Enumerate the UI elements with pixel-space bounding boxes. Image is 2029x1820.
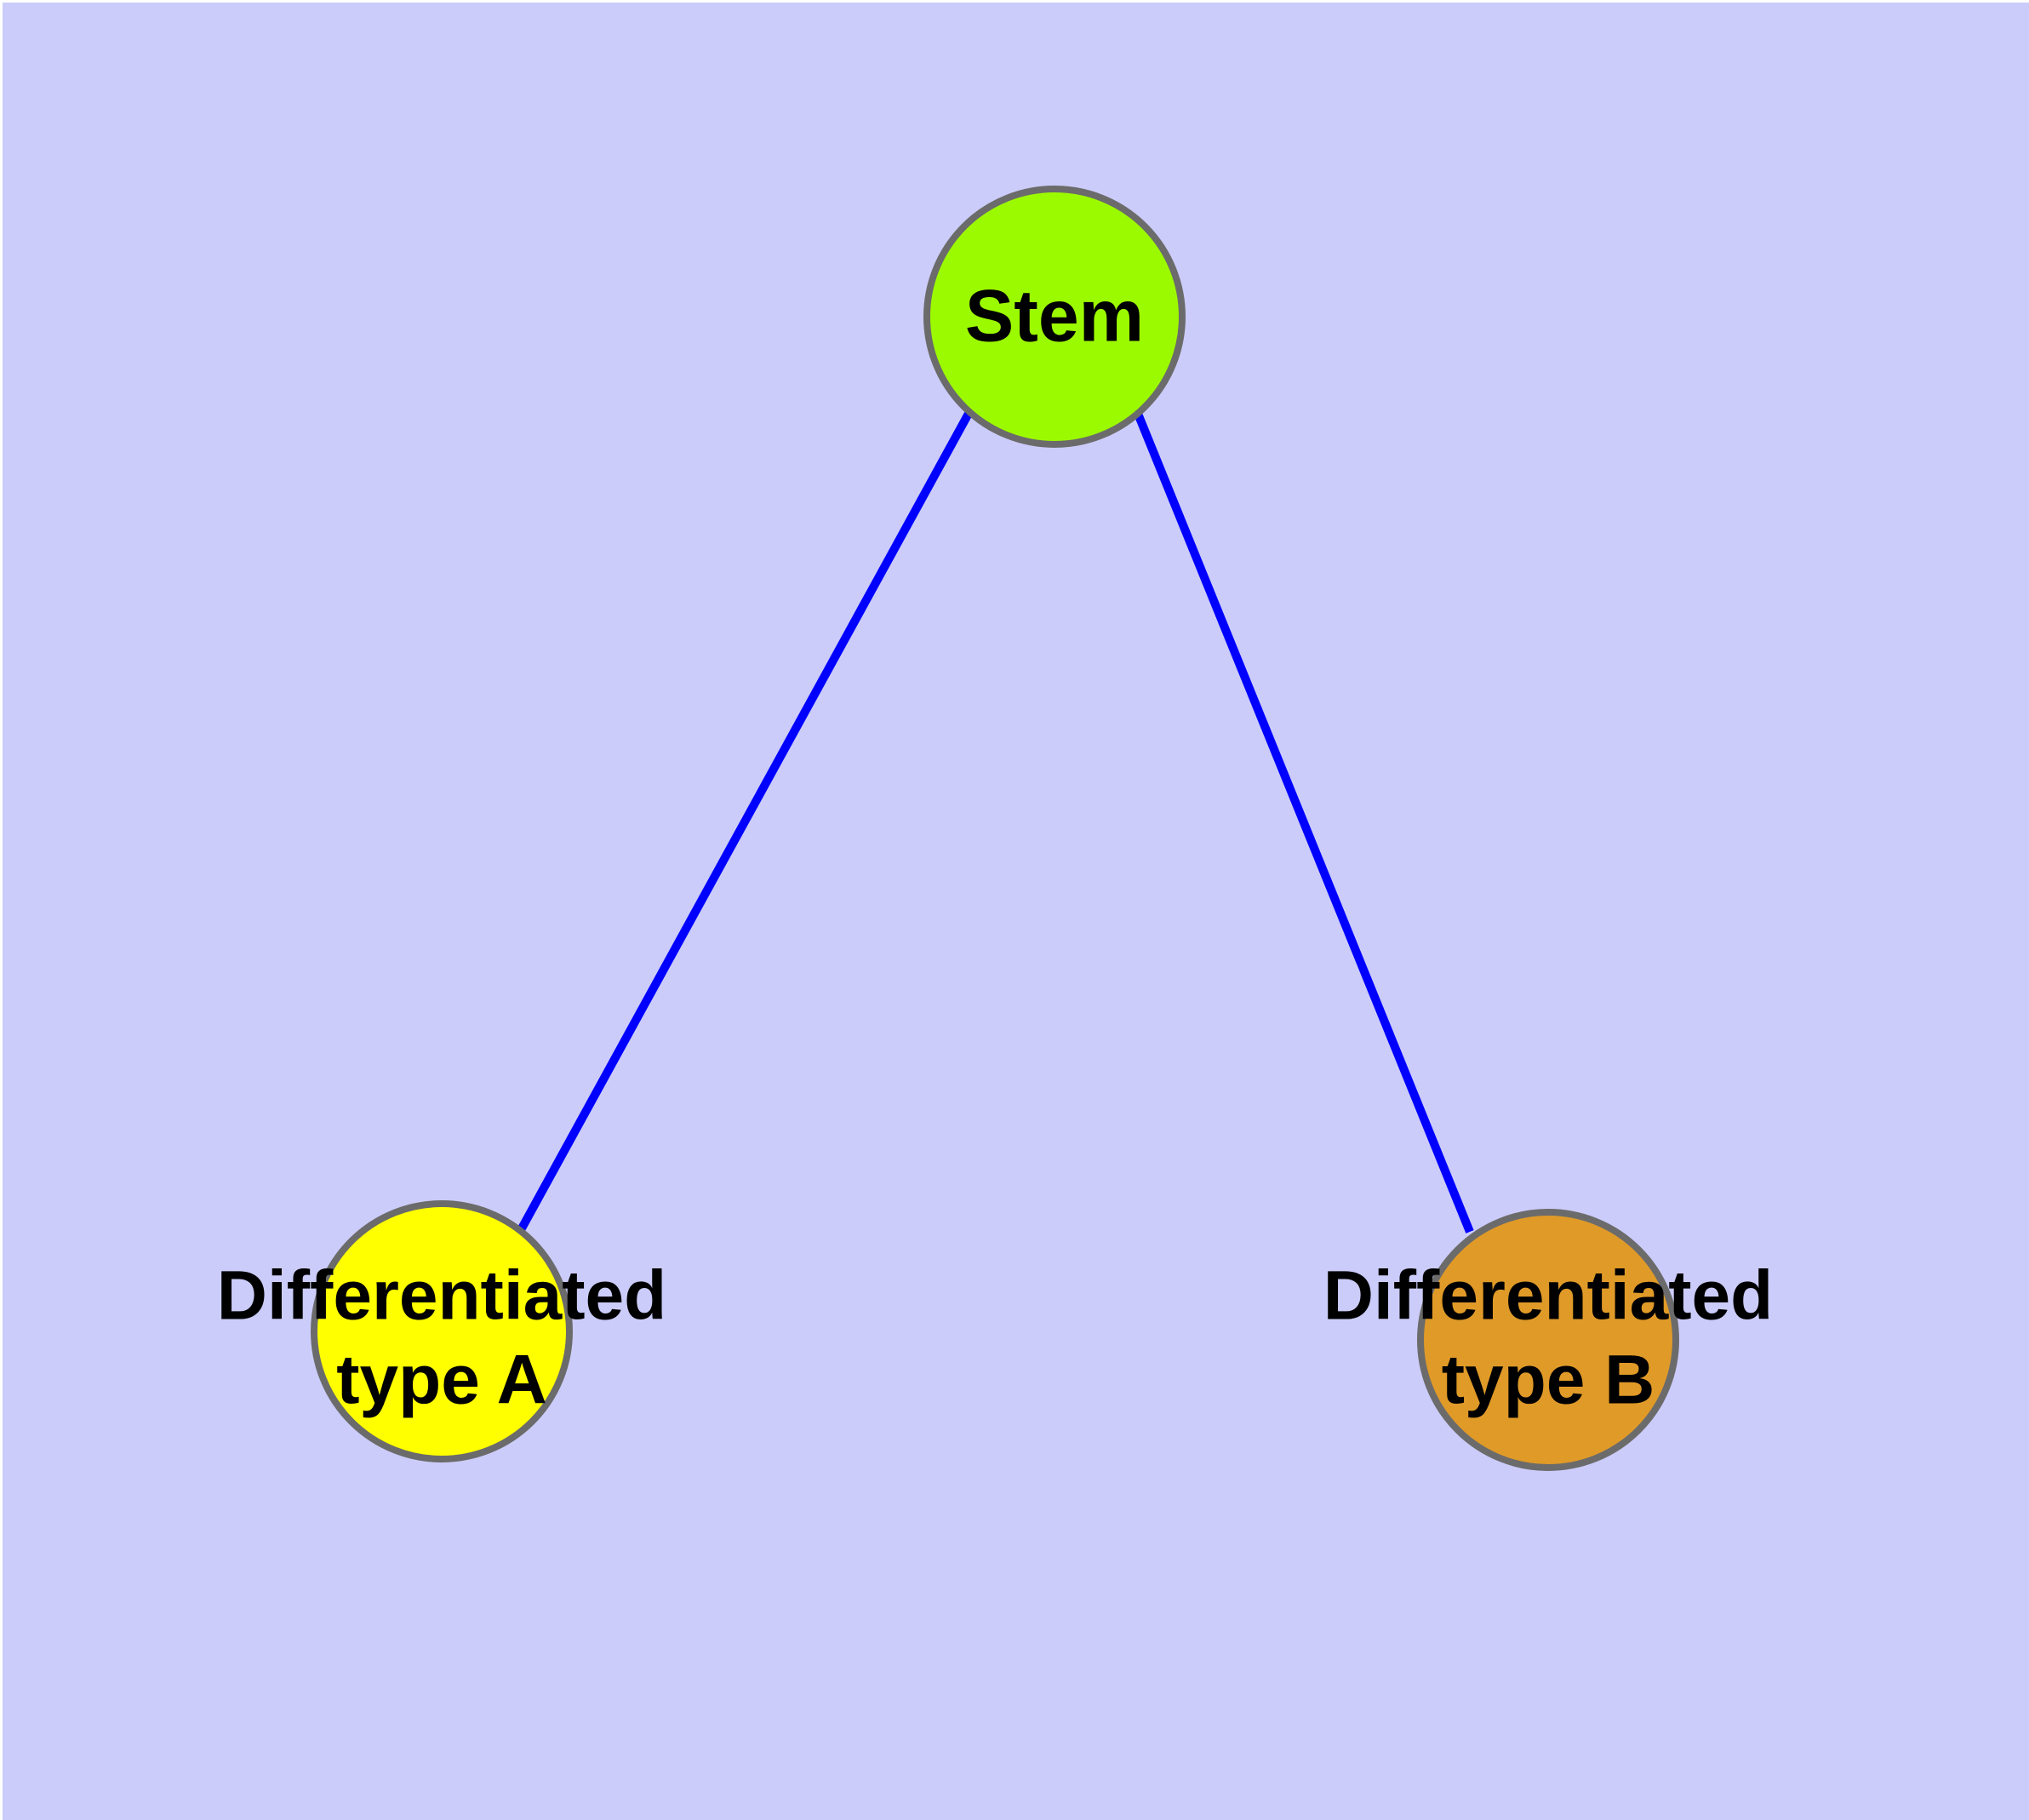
node-stem[interactable]: Stem bbox=[923, 186, 1186, 448]
edge-stem-to-differentiated-type-a[interactable] bbox=[517, 409, 974, 1231]
edge-group bbox=[517, 409, 1474, 1233]
node-differentiated-type-b[interactable]: Differentiated type B bbox=[1323, 1209, 1774, 1471]
differentiated-type-b-node-circle[interactable] bbox=[1417, 1209, 1679, 1471]
node-group: Stem Differentiated type A Differentiate… bbox=[217, 186, 1774, 1471]
stem-node-label: Stem bbox=[965, 276, 1144, 358]
differentiated-type-b-label-line2: type B bbox=[1442, 1342, 1655, 1419]
differentiated-type-b-label-line1: Differentiated bbox=[1323, 1257, 1774, 1335]
differentiated-type-a-node-circle[interactable] bbox=[311, 1200, 573, 1462]
node-differentiated-type-a[interactable]: Differentiated type A bbox=[217, 1200, 667, 1462]
differentiated-type-a-label-line1: Differentiated bbox=[217, 1257, 667, 1335]
differentiated-type-a-label-line2: type A bbox=[336, 1342, 547, 1419]
stem-node-circle[interactable] bbox=[923, 186, 1186, 448]
edge-stem-to-differentiated-type-b[interactable] bbox=[1134, 412, 1474, 1233]
